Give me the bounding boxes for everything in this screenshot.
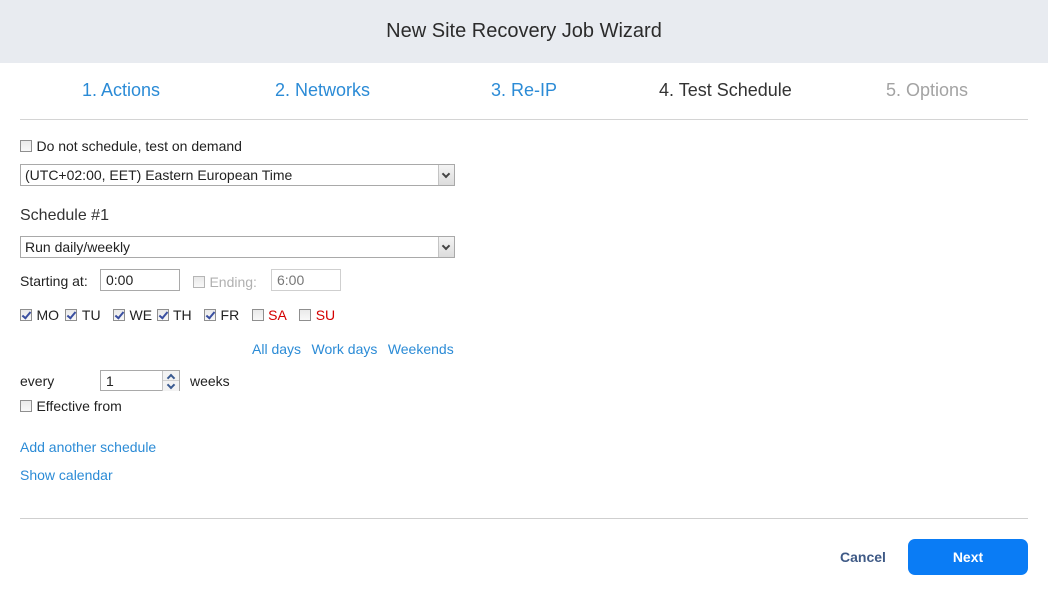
effective-from-label: Effective from xyxy=(36,397,122,414)
day-label-tu: TU xyxy=(81,306,101,323)
all-days-link[interactable]: All days xyxy=(252,341,302,357)
step-re-ip[interactable]: 3. Re-IP xyxy=(491,80,558,100)
ending-checkbox[interactable] xyxy=(193,275,205,288)
weekends-link[interactable]: Weekends xyxy=(387,341,454,357)
show-calendar-link[interactable]: Show calendar xyxy=(20,467,113,483)
step-networks[interactable]: 2. Networks xyxy=(275,80,371,100)
stepper-up-icon[interactable] xyxy=(163,371,179,381)
schedule-type-value: Run daily/weekly xyxy=(25,239,131,255)
day-label-mo: MO xyxy=(36,306,60,323)
stepper-down-icon[interactable] xyxy=(163,381,179,391)
chevron-down-icon xyxy=(438,237,454,257)
timezone-select[interactable]: (UTC+02:00, EET) Eastern European Time xyxy=(20,164,455,186)
work-days-link[interactable]: Work days xyxy=(311,341,378,357)
timezone-value: (UTC+02:00, EET) Eastern European Time xyxy=(25,167,293,183)
add-schedule-link[interactable]: Add another schedule xyxy=(20,439,157,455)
day-checkbox-mo[interactable] xyxy=(20,308,32,321)
no-schedule-row: Do not schedule, test on demand xyxy=(20,137,242,155)
every-label: every xyxy=(20,373,55,389)
step-actions[interactable]: 1. Actions xyxy=(82,80,161,100)
chevron-down-icon xyxy=(438,165,454,185)
step-test-schedule: 4. Test Schedule xyxy=(659,80,792,100)
day-checkbox-th[interactable] xyxy=(156,308,169,321)
day-label-we: WE xyxy=(129,306,153,323)
no-schedule-label: Do not schedule, test on demand xyxy=(36,137,242,154)
ending-row: Ending: xyxy=(193,273,257,291)
effective-from-checkbox[interactable] xyxy=(20,399,32,412)
day-label-sa: SA xyxy=(268,306,287,323)
next-button[interactable]: Next xyxy=(908,539,1028,575)
days-row: MO TU WE TH FR SA SU xyxy=(20,306,335,324)
schedule-title: Schedule #1 xyxy=(20,207,109,224)
day-label-fr: FR xyxy=(220,306,240,323)
step-options: 5. Options xyxy=(886,80,969,100)
starting-at-input[interactable]: 0:00 xyxy=(100,269,180,291)
effective-from-row: Effective from xyxy=(20,397,122,415)
ending-label: Ending: xyxy=(209,273,257,290)
every-unit: weeks xyxy=(190,373,230,389)
every-value: 1 xyxy=(106,373,114,389)
schedule-type-select[interactable]: Run daily/weekly xyxy=(20,236,455,258)
stepper-buttons xyxy=(162,371,179,391)
divider xyxy=(20,119,1028,120)
day-label-su: SU xyxy=(315,306,336,323)
day-checkbox-we[interactable] xyxy=(113,308,126,321)
no-schedule-checkbox[interactable] xyxy=(20,139,32,152)
ending-input[interactable]: 6:00 xyxy=(271,269,341,291)
wizard-header: New Site Recovery Job Wizard xyxy=(0,0,1048,63)
day-links: All days Work days Weekends xyxy=(252,341,454,359)
day-checkbox-su[interactable] xyxy=(299,308,312,321)
divider xyxy=(20,518,1028,519)
starting-at-label: Starting at: xyxy=(20,273,88,289)
day-checkbox-fr[interactable] xyxy=(204,308,217,321)
day-checkbox-tu[interactable] xyxy=(65,308,78,321)
day-checkbox-sa[interactable] xyxy=(251,308,264,321)
every-stepper[interactable]: 1 xyxy=(100,370,180,391)
cancel-button[interactable]: Cancel xyxy=(840,549,886,565)
wizard-title: New Site Recovery Job Wizard xyxy=(386,20,662,42)
day-label-th: TH xyxy=(172,306,192,323)
wizard-steps: 1. Actions 2. Networks 3. Re-IP 4. Test … xyxy=(0,63,1048,120)
